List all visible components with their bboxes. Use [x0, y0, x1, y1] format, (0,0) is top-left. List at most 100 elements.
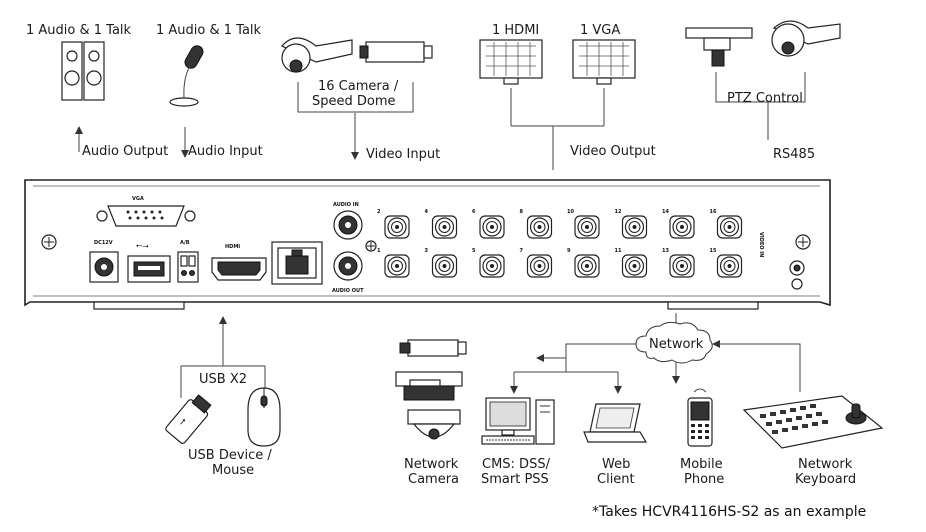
usb-device-line2: Mouse [212, 463, 254, 478]
cms-line2: Smart PSS [481, 472, 549, 487]
panel-screw-icon [41, 234, 57, 250]
camera-title-line1: 16 Camera / [318, 79, 399, 94]
bnc-connector-16 [716, 215, 743, 239]
hdmi-title: 1 HDMI [492, 23, 539, 38]
speaker-icon [61, 41, 105, 101]
bnc-channel-label: 2 [377, 209, 381, 215]
audio-output-label: Audio Output [82, 144, 168, 159]
usb-flash-drive-icon: ⭡ [165, 394, 212, 444]
mobile-phone-line2: Phone [684, 472, 724, 487]
audio-input-label: Audio Input [188, 144, 263, 159]
audio-out-port [333, 251, 363, 281]
audio-input-device-title: 1 Audio & 1 Talk [156, 23, 262, 38]
vga-port [96, 205, 196, 227]
bnc-connector-2 [384, 215, 410, 239]
bnc-connector-8 [526, 215, 553, 239]
network-box-camera-icon [395, 371, 463, 401]
usb-x2-label: USB X2 [199, 372, 247, 387]
bnc-channel-label: 11 [615, 248, 622, 254]
bnc-channel-label: 8 [520, 209, 524, 215]
laptop-icon [583, 403, 648, 443]
bnc-channel-label: 15 [710, 248, 717, 254]
network-keyboard-icon [742, 395, 884, 449]
video-in-label: VIDEO IN [758, 232, 764, 257]
bnc-channel-label: 6 [472, 209, 476, 215]
bnc-connector-15 [716, 254, 743, 278]
bnc-connector-1 [384, 254, 410, 278]
vga-port-label: VGA [132, 196, 144, 202]
audio-output-device-title: 1 Audio & 1 Talk [26, 23, 132, 38]
camera-title-line2: Speed Dome [312, 94, 396, 109]
panel-screw-icon [795, 234, 811, 250]
rs485-terminal [177, 251, 199, 283]
bnc-channel-label: 3 [425, 248, 429, 254]
bnc-connector-12 [621, 215, 648, 239]
bnc-connector-7 [526, 254, 553, 278]
usb-port: ⭠⭢ [127, 241, 171, 283]
svg-text:⭡: ⭡ [177, 418, 187, 429]
network-keyboard-line1: Network [798, 457, 853, 472]
network-cloud-icon [635, 321, 713, 364]
cms-line1: CMS: DSS/ [482, 457, 551, 472]
audio-in-port [333, 210, 363, 240]
bnc-connector-11 [621, 254, 648, 278]
bnc-channel-label: 10 [567, 209, 574, 215]
hdmi-monitor-icon [479, 39, 543, 85]
network-label: Network [649, 337, 704, 352]
ptz-title: PTZ Control [727, 91, 803, 106]
web-client-line2: Client [597, 472, 635, 487]
ab-port-label: A/B [180, 240, 190, 246]
desktop-computer-icon [481, 397, 555, 445]
hdmi-port [211, 257, 267, 281]
bnc-connector-14 [669, 215, 695, 239]
mobile-phone-line1: Mobile [680, 457, 723, 472]
ground-terminal-icon [789, 260, 805, 290]
bnc-connector-4 [431, 215, 458, 239]
network-dome-camera-icon [407, 409, 461, 440]
audio-in-label: AUDIO IN [333, 202, 359, 208]
video-output-label: Video Output [570, 144, 656, 159]
svg-text:⭠⭢: ⭠⭢ [136, 241, 149, 250]
box-camera-icon [359, 41, 433, 63]
bnc-channel-label: 1 [377, 248, 381, 254]
dc-power-port [89, 251, 119, 283]
video-input-label: Video Input [366, 147, 440, 162]
bnc-channel-label: 4 [425, 209, 429, 215]
network-keyboard-line2: Keyboard [795, 472, 856, 487]
bnc-channel-label: 16 [710, 209, 717, 215]
mouse-icon [247, 387, 281, 447]
usb-device-line1: USB Device / [188, 448, 272, 463]
web-client-line1: Web [602, 457, 630, 472]
speed-dome-camera-icon [281, 37, 353, 73]
bnc-channel-label: 7 [520, 248, 524, 254]
audio-out-label: AUDIO OUT [332, 288, 364, 294]
bnc-connector-5 [479, 254, 505, 278]
rs485-label: RS485 [773, 147, 815, 162]
dc-port-label: DC12V [94, 240, 113, 246]
bnc-connector-6 [479, 215, 505, 239]
microphone-icon [169, 45, 204, 107]
network-camera-line1: Network [404, 457, 459, 472]
network-bullet-camera-icon [399, 339, 467, 357]
bnc-connector-10 [574, 215, 600, 239]
ptz-speed-dome-icon [771, 20, 841, 57]
bnc-channel-label: 12 [615, 209, 622, 215]
bnc-connector-3 [431, 254, 458, 278]
bnc-connector-9 [574, 254, 600, 278]
bnc-channel-label: 14 [662, 209, 669, 215]
bnc-channel-label: 9 [567, 248, 571, 254]
vga-monitor-icon [572, 39, 636, 85]
footnote: *Takes HCVR4116HS-S2 as an example [592, 504, 866, 520]
ethernet-port [271, 241, 323, 285]
network-camera-line2: Camera [408, 472, 459, 487]
bnc-channel-label: 5 [472, 248, 476, 254]
ptz-camera-icon [685, 27, 753, 67]
bnc-channel-label: 13 [662, 248, 669, 254]
hdmi-port-label: HDMI [225, 244, 240, 250]
mobile-phone-icon [687, 388, 713, 447]
vga-title: 1 VGA [580, 23, 620, 38]
ground-screw-icon [365, 240, 377, 252]
bnc-connector-13 [669, 254, 695, 278]
